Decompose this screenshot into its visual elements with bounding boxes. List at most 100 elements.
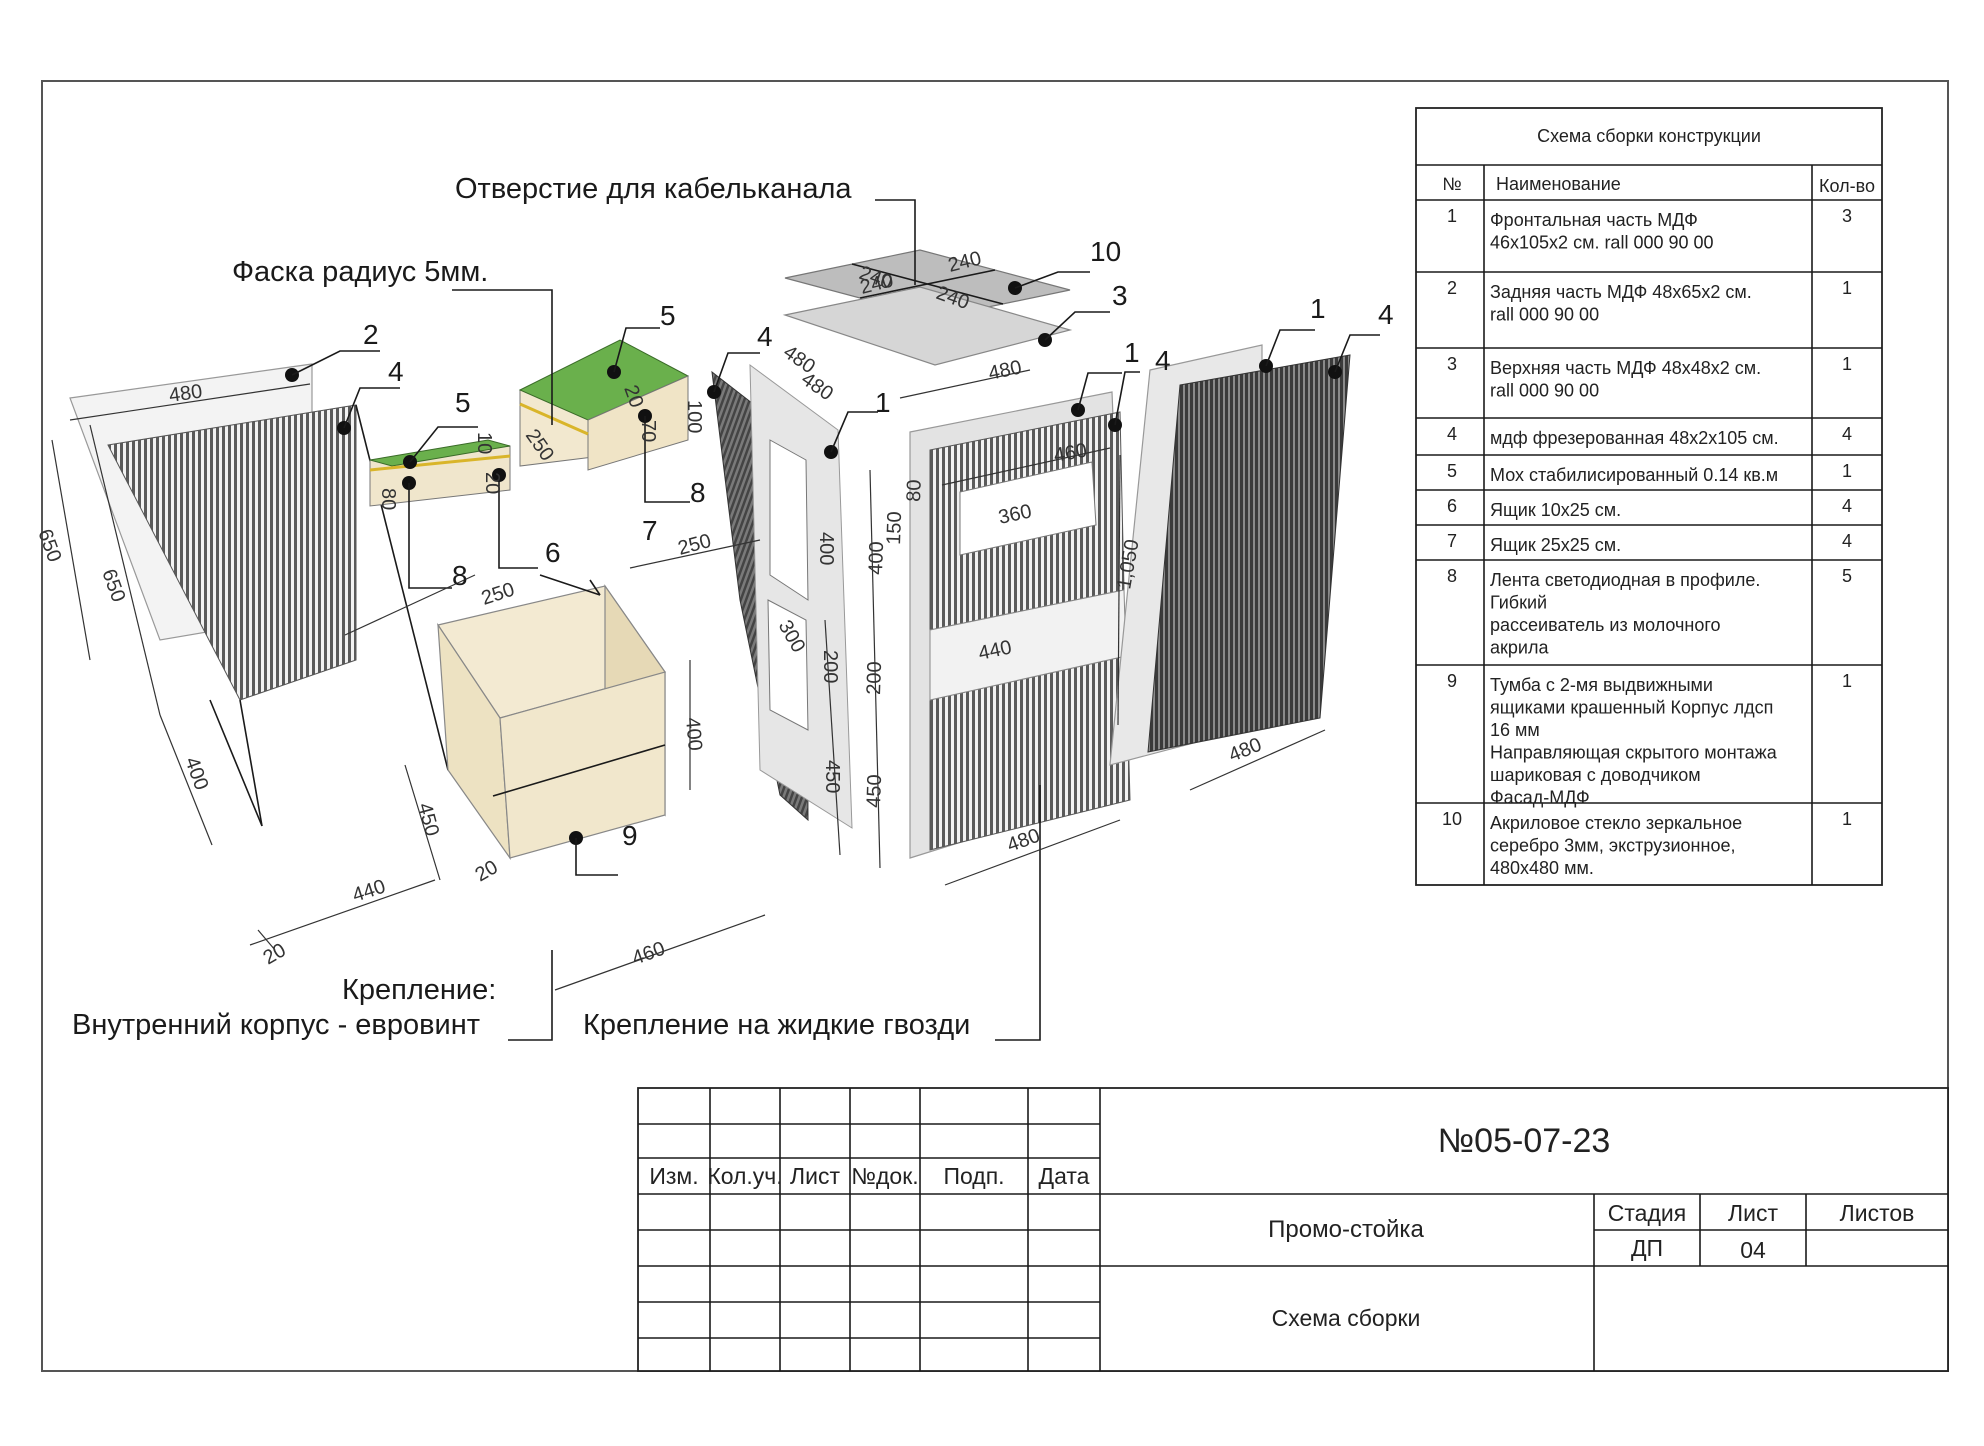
bom-row-name-line: серебро 3мм, экструзионное, <box>1490 836 1735 856</box>
bom-row-name-line: рассеиватель из молочного <box>1490 615 1721 635</box>
bom-row-qty: 1 <box>1842 461 1852 481</box>
part-label-4-center: 4 <box>757 321 773 352</box>
dim-480-top: 480 <box>986 356 1023 384</box>
bom-row: 9 Тумба с 2-мя выдвижными ящиками крашенны… <box>1447 671 1852 808</box>
bom-frame <box>1415 107 1883 886</box>
part-label-5-large: 5 <box>660 300 676 331</box>
bom-row-name-line: Ящик 25x25 см. <box>1490 535 1621 555</box>
bom-row-name-line: rall 000 90 00 <box>1490 305 1599 325</box>
dim-450-side: 450 <box>821 760 843 793</box>
dim-250-right: 250 <box>676 530 714 560</box>
bom-row-number: 5 <box>1447 461 1457 481</box>
ribbed-panel-left-part-4 <box>107 404 357 701</box>
bom-row-name-line: Направляющая скрытого монтажа <box>1490 743 1778 763</box>
part-label-1-right: 1 <box>1310 293 1326 324</box>
bom-table: Схема сборки конструкции № Наименование … <box>1415 107 1883 886</box>
bom-row-number: 2 <box>1447 278 1457 298</box>
right-panels <box>1109 344 1351 766</box>
bom-row-qty: 1 <box>1842 809 1852 829</box>
bom-row-name-line: Ящик 10x25 см. <box>1490 500 1621 520</box>
revision-header: Кол.уч. <box>707 1163 782 1189</box>
bom-row: 6 Ящик 10x25 см. 4 <box>1447 496 1852 520</box>
revision-header: Изм. <box>649 1163 698 1189</box>
part-label-5-small: 5 <box>455 387 471 418</box>
dim-400-left: 400 <box>180 754 212 793</box>
part-label-7: 7 <box>642 515 658 546</box>
dim-400-side: 400 <box>815 532 837 565</box>
dim-460-cabinet: 460 <box>629 938 668 970</box>
doc-number: №05-07-23 <box>1438 1122 1611 1160</box>
bom-row-number: 9 <box>1447 671 1457 691</box>
bom-row-name-line: Гибкий <box>1490 593 1547 613</box>
sheet-label: Лист <box>1728 1200 1778 1226</box>
front-panel-center <box>909 391 1131 859</box>
part-label-9: 9 <box>622 820 638 851</box>
dim-20-small: 20 <box>481 472 503 494</box>
dimension-lines <box>51 369 1326 991</box>
dim-20-cabinet: 20 <box>472 856 502 886</box>
bom-header-num: № <box>1442 174 1461 194</box>
part-label-3: 3 <box>1112 280 1128 311</box>
cabinet-part-9 <box>437 584 666 861</box>
revision-header: Лист <box>790 1163 840 1189</box>
bom-row-qty: 1 <box>1842 278 1852 298</box>
dim-20-corner: 20 <box>260 939 290 969</box>
bom-row-name-line: Фронтальная часть МДФ <box>1490 210 1698 230</box>
dim-80-front: 80 <box>903 479 926 502</box>
bom-row-name-line: Фасад-МДФ <box>1490 788 1590 808</box>
bom-row-name-line: Лента светодиодная в профиле. <box>1490 570 1760 590</box>
bom-row-number: 7 <box>1447 531 1457 551</box>
revision-header: Подп. <box>943 1163 1004 1189</box>
dim-10: 10 <box>473 432 495 454</box>
dim-400-cabinet: 400 <box>681 717 706 752</box>
product-name: Промо-стойка <box>1268 1216 1424 1243</box>
dim-650-inner: 650 <box>97 566 129 605</box>
dim-100: 100 <box>683 400 705 433</box>
dim-480-right: 480 <box>1226 734 1265 767</box>
leader-lines <box>285 199 1380 1041</box>
part-label-6: 6 <box>545 537 561 568</box>
cabinet-drawer-front <box>499 671 666 859</box>
light-side-panel <box>749 363 853 829</box>
callout-cable-hole: Отверстие для кабельканала <box>455 173 852 205</box>
revision-header: №док. <box>851 1163 918 1189</box>
part-label-1-front: 1 <box>1124 337 1140 368</box>
bom-row-name-line: Тумба с 2-мя выдвижными <box>1490 675 1713 695</box>
bom-row-qty: 3 <box>1842 206 1852 226</box>
stage-value: ДП <box>1631 1235 1663 1261</box>
back-panel-group <box>69 363 449 827</box>
part-label-1-center: 1 <box>875 387 891 418</box>
side-panels-center <box>711 363 853 829</box>
bom-row-qty: 4 <box>1842 531 1852 551</box>
bom-row-number: 10 <box>1442 809 1462 829</box>
bom-row-qty: 1 <box>1842 671 1852 691</box>
dim-400-front: 400 <box>865 541 888 575</box>
bom-row-name-line: ящиками крашенный Корпус лдсп <box>1490 698 1773 718</box>
bom-row: 1 Фронтальная часть МДФ 46x105x2 см. rall … <box>1447 206 1852 253</box>
dim-480-left: 480 <box>168 381 204 407</box>
top-panels <box>782 249 1073 366</box>
bom-row-name-line: 46x105x2 см. rall 000 90 00 <box>1490 233 1714 253</box>
bom-row-qty: 1 <box>1842 354 1852 374</box>
right-dark-ribbed-panel <box>1147 354 1351 753</box>
bom-row-number: 8 <box>1447 566 1457 586</box>
bom-title: Схема сборки конструкции <box>1537 126 1761 146</box>
bom-row-name-line: 16 мм <box>1490 720 1540 740</box>
bom-row-name-line: Задняя часть МДФ 48х65х2 см. <box>1490 282 1752 302</box>
bom-header-qty: Кол-во <box>1819 176 1875 196</box>
bom-row-qty: 4 <box>1842 424 1852 444</box>
part-label-2: 2 <box>363 319 379 350</box>
bom-row-qty: 4 <box>1842 496 1852 516</box>
bom-row-number: 1 <box>1447 206 1457 226</box>
bom-row-number: 6 <box>1447 496 1457 516</box>
exploded-view: Отверстие для кабельканала Фаска радиус … <box>33 173 1393 1041</box>
dim-80-small: 80 <box>377 488 399 510</box>
front-window-upper <box>959 461 1097 556</box>
bom-row-name-line: Верхняя часть МДФ 48х48х2 см. <box>1490 358 1761 378</box>
revision-header: Дата <box>1039 1163 1090 1189</box>
callout-fastening-title: Крепление: <box>342 974 496 1006</box>
